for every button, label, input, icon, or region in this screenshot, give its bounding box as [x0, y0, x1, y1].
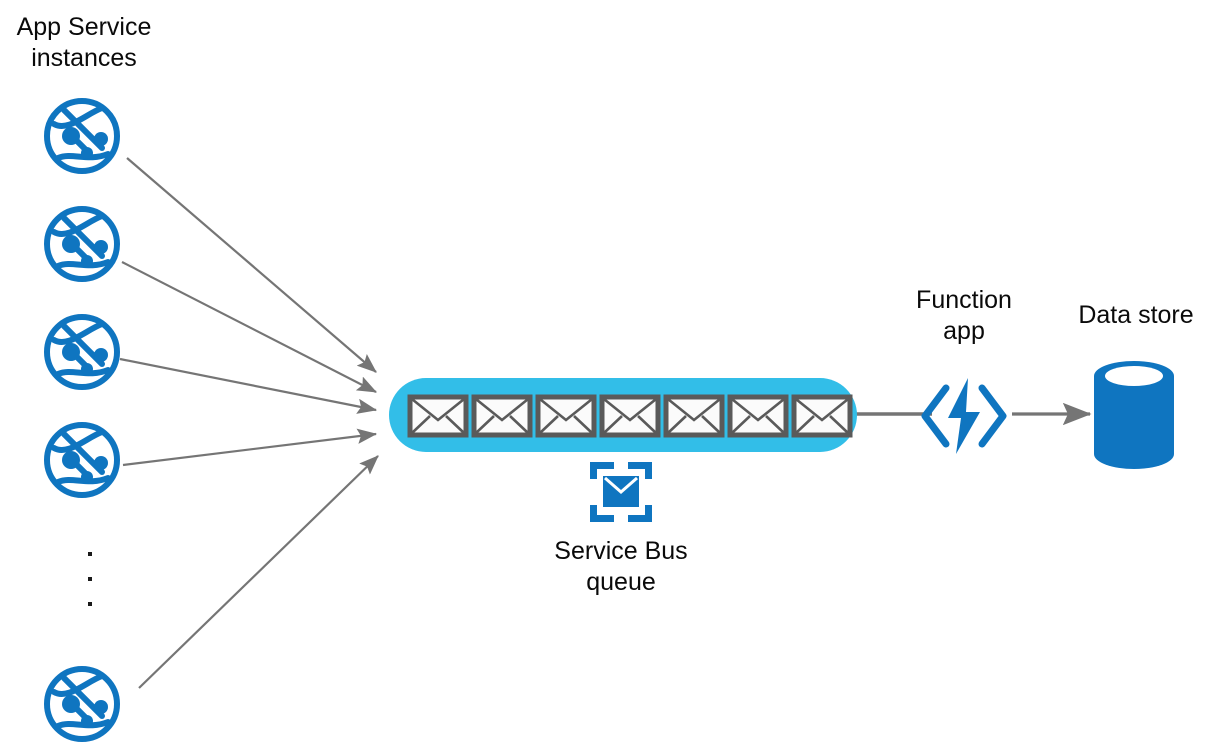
- envelope-icon: [791, 394, 853, 438]
- app-service-icon[interactable]: [42, 204, 122, 284]
- app-service-icon[interactable]: [42, 312, 122, 392]
- connector-instance-4: [122, 428, 378, 467]
- connector-instance-1: [126, 157, 377, 373]
- envelope-icon: [727, 394, 789, 438]
- envelope-icon: [535, 394, 597, 438]
- app-service-instances-label: App Service instances: [16, 13, 152, 72]
- ellipsis-dot: [88, 577, 92, 581]
- data-store-label: Data store: [1078, 301, 1194, 329]
- connector-instance-3: [119, 357, 378, 414]
- database-cylinder-icon[interactable]: [1093, 360, 1175, 470]
- service-bus-icon[interactable]: [590, 462, 652, 522]
- service-bus-queue[interactable]: [389, 378, 857, 452]
- function-app-label: Function app: [916, 286, 1012, 345]
- connector-instance-5: [138, 455, 379, 689]
- azure-function-icon[interactable]: [918, 376, 1010, 456]
- envelope-icon: [663, 394, 725, 438]
- app-service-icon[interactable]: [42, 96, 122, 176]
- connector-instance-2: [121, 261, 377, 393]
- envelope-icon: [599, 394, 661, 438]
- service-bus-queue-label: Service Bus queue: [554, 537, 688, 596]
- vertical-ellipsis-icon: [84, 548, 98, 618]
- queue-messages: [407, 394, 853, 438]
- ellipsis-dot: [88, 552, 92, 556]
- app-service-icon[interactable]: [42, 664, 122, 744]
- app-service-icon[interactable]: [42, 420, 122, 500]
- envelope-icon: [471, 394, 533, 438]
- ellipsis-dot: [88, 602, 92, 606]
- envelope-icon: [407, 394, 469, 438]
